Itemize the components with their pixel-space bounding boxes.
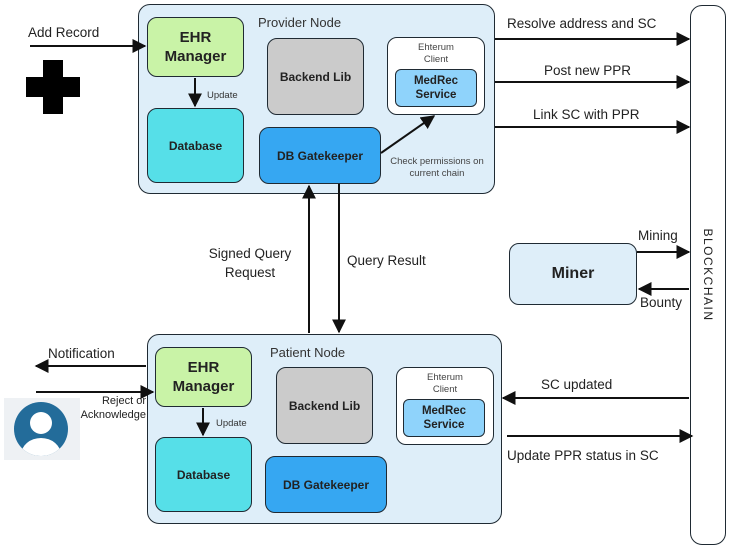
provider-ehr-manager: EHR Manager — [147, 17, 244, 77]
miner-box: Miner — [509, 243, 637, 305]
mining-label: Mining — [638, 228, 678, 243]
update-ppr-label: Update PPR status in SC — [507, 448, 659, 463]
bounty-label: Bounty — [640, 295, 683, 310]
patient-client-label: Ehterum Client — [427, 372, 463, 395]
signed-query-label: Signed Query Request — [208, 246, 292, 280]
check-permissions-label: Check permissions on current chain — [390, 156, 484, 179]
provider-database: Database — [147, 108, 244, 183]
sc-updated-label: SC updated — [541, 377, 613, 392]
post-ppr-label: Post new PPR — [544, 63, 632, 78]
provider-update-label: Update — [207, 90, 238, 101]
medical-cross-icon — [26, 60, 80, 114]
reject-ack-label: Reject or Acknowledge — [80, 395, 146, 421]
provider-client-label: Ehterum Client — [418, 42, 454, 65]
notification-label: Notification — [48, 346, 115, 361]
blockchain-label: BLOCKCHAIN — [701, 228, 715, 322]
patient-database: Database — [155, 437, 252, 512]
provider-backend-lib: Backend Lib — [267, 38, 364, 115]
provider-node-title: Provider Node — [258, 15, 342, 30]
patient-node-title: Patient Node — [270, 345, 346, 360]
blockchain-column: BLOCKCHAIN — [690, 5, 726, 545]
link-sc-label: Link SC with PPR — [533, 107, 640, 122]
provider-medrec-service: MedRec Service — [395, 69, 477, 107]
user-avatar-icon — [14, 402, 68, 456]
patient-db-gatekeeper: DB Gatekeeper — [265, 456, 387, 513]
patient-ehr-manager: EHR Manager — [155, 347, 252, 407]
check-permissions-arrow — [380, 115, 436, 154]
resolve-address-label: Resolve address and SC — [507, 16, 657, 31]
patient-update-label: Update — [216, 418, 247, 429]
add-record-label: Add Record — [28, 25, 100, 40]
query-result-label: Query Result — [347, 253, 426, 268]
patient-backend-lib: Backend Lib — [276, 367, 373, 444]
patient-medrec-service: MedRec Service — [403, 399, 485, 437]
provider-db-gatekeeper: DB Gatekeeper — [259, 127, 381, 184]
